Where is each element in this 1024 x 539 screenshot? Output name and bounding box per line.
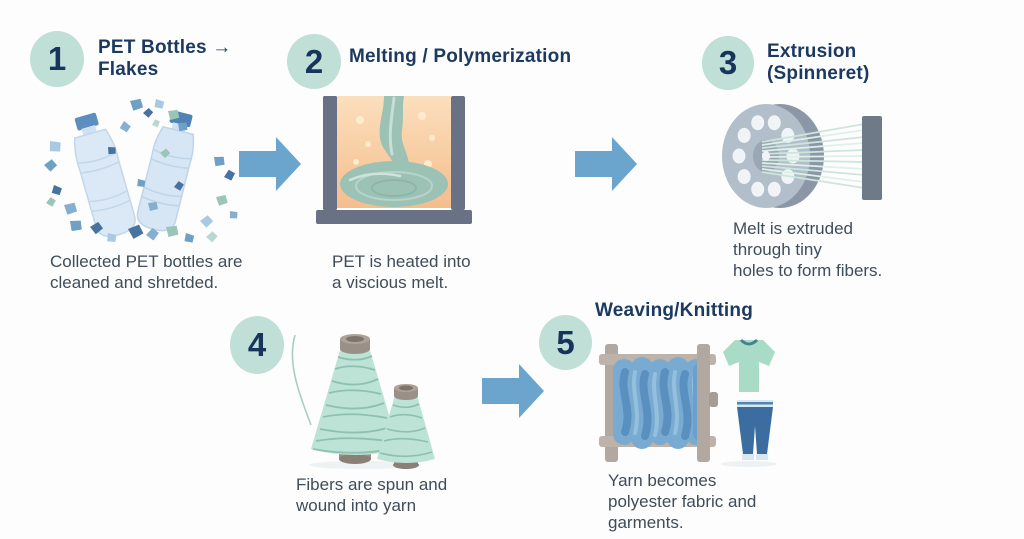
yarn-spools-illustration <box>291 334 435 469</box>
melting-vat-illustration <box>316 96 472 224</box>
step-3-caption: Melt is extruded through tiny holes to f… <box>733 219 883 280</box>
spinneret-holes <box>732 115 800 197</box>
step-1-title: PET Bottles → Flakes <box>98 37 232 80</box>
step-3-title: Extrusion (Spinneret) <box>767 41 870 84</box>
tshirt-icon <box>723 338 775 392</box>
arrow-right-icon <box>482 364 544 418</box>
step-5-caption: Yarn becomes polyester fabric and garmen… <box>608 471 757 532</box>
yarn-cone-icon <box>377 384 435 469</box>
step-3-number-badge: 3 <box>702 36 754 90</box>
step-5-title: Weaving/Knitting <box>595 300 754 321</box>
step-5-number-badge: 5 <box>539 315 592 370</box>
arrow-right-icon <box>239 137 301 191</box>
step-2-title: Melting / Polymerization <box>349 46 572 67</box>
loom-and-garments-illustration <box>599 338 777 467</box>
bottle-icon <box>136 110 195 232</box>
flake-scatter <box>44 98 238 243</box>
pet-bottles-flakes-illustration <box>44 98 238 243</box>
melt-stream <box>340 96 448 207</box>
step-1-number-badge: 1 <box>30 31 84 87</box>
arrow-right-icon <box>575 137 637 191</box>
bottle-icon <box>73 112 136 237</box>
step-2-number-badge: 2 <box>287 34 341 89</box>
fiber-strands <box>761 123 865 189</box>
pants-icon <box>737 400 773 460</box>
step-2-caption: PET is heated into a viscious melt. <box>332 252 471 292</box>
step-1-caption: Collected PET bottles are cleaned and sh… <box>50 252 243 292</box>
step-4-number-badge: 4 <box>230 316 284 374</box>
step-4-caption: Fibers are spun and wound into yarn <box>296 475 448 515</box>
spinneret-illustration <box>722 104 882 208</box>
fabric-roll <box>613 357 707 449</box>
